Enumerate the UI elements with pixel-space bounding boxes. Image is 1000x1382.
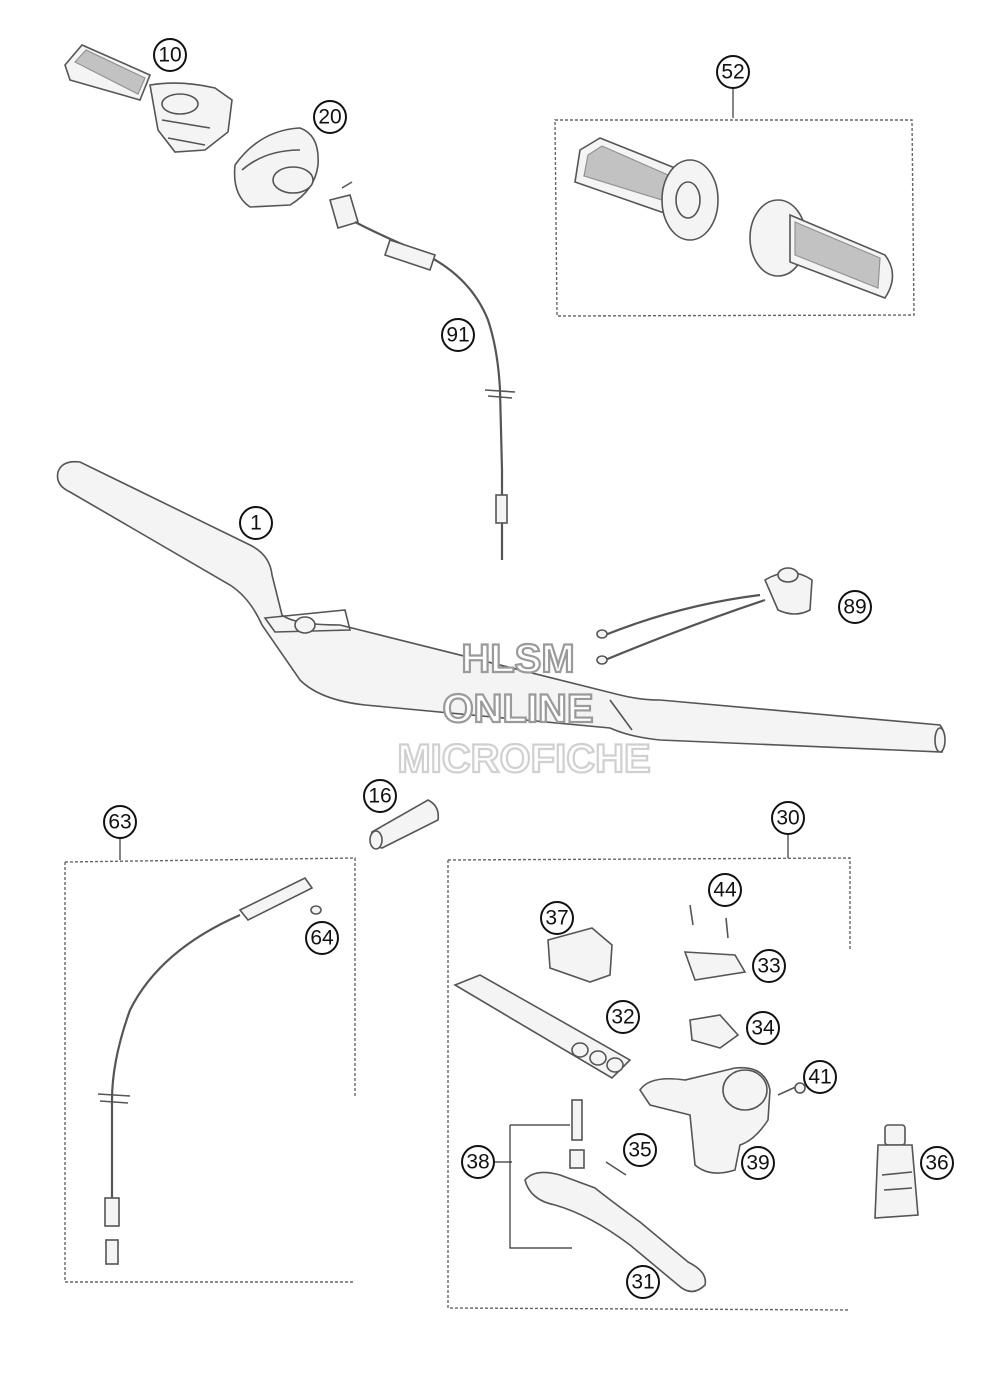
callout-37: 37 (540, 901, 574, 935)
svg-text:33: 33 (757, 955, 780, 978)
svg-text:41: 41 (808, 1066, 831, 1089)
bar-end-plug (369, 799, 440, 850)
svg-text:39: 39 (746, 1152, 769, 1175)
callout-1: 1 (239, 506, 273, 540)
throttle-grip-assembly (64, 44, 233, 153)
callout-89: 89 (838, 590, 872, 624)
callout-36: 36 (920, 1146, 954, 1180)
svg-text:31: 31 (631, 1271, 654, 1294)
callout-39: 39 (741, 1146, 775, 1180)
callout-10: 10 (153, 38, 187, 72)
watermark: HLSM ONLINE MICROFICHE (396, 636, 652, 782)
callout-35: 35 (623, 1133, 657, 1167)
svg-text:89: 89 (843, 596, 866, 619)
svg-text:38: 38 (466, 1151, 489, 1174)
brake-fluid-bottle (874, 1124, 919, 1219)
grip-set (554, 119, 915, 317)
svg-text:16: 16 (368, 785, 391, 808)
svg-text:44: 44 (713, 879, 737, 902)
callout-41: 41 (803, 1060, 837, 1094)
svg-text:36: 36 (925, 1152, 948, 1175)
callout-31: 31 (626, 1265, 660, 1299)
svg-text:64: 64 (310, 927, 334, 950)
svg-text:34: 34 (751, 1017, 775, 1040)
callout-34: 34 (746, 1011, 780, 1045)
callout-38: 38 (461, 1145, 495, 1179)
svg-text:37: 37 (545, 907, 568, 930)
kill-switch (596, 567, 813, 665)
callout-64: 64 (305, 921, 339, 955)
callout-44: 44 (708, 873, 742, 907)
watermark-line-3: MICROFICHE (397, 737, 650, 781)
clutch-cable (64, 857, 356, 1283)
svg-text:1: 1 (250, 512, 262, 535)
callout-91: 91 (441, 318, 475, 352)
callout-20: 20 (313, 100, 347, 134)
svg-text:20: 20 (318, 106, 341, 129)
callout-52: 52 (716, 55, 750, 89)
callout-63: 63 (103, 805, 137, 839)
svg-text:32: 32 (611, 1006, 634, 1029)
callout-32: 32 (606, 1000, 640, 1034)
watermark-line-1: HLSM (461, 637, 574, 681)
callout-16: 16 (363, 779, 397, 813)
svg-text:63: 63 (108, 811, 131, 834)
svg-text:91: 91 (446, 324, 469, 347)
handlebar (56, 460, 946, 753)
leader-lines (119, 88, 789, 1163)
callout-30: 30 (771, 801, 805, 835)
brake-master-cylinder-assembly (447, 857, 851, 1311)
throttle-cable (329, 181, 516, 560)
svg-text:52: 52 (721, 61, 744, 84)
svg-text:30: 30 (776, 807, 799, 830)
svg-text:35: 35 (628, 1139, 651, 1162)
throttle-housing-cover (233, 127, 319, 208)
watermark-line-2: ONLINE (442, 687, 593, 731)
svg-text:10: 10 (158, 44, 181, 67)
callout-33: 33 (752, 949, 786, 983)
